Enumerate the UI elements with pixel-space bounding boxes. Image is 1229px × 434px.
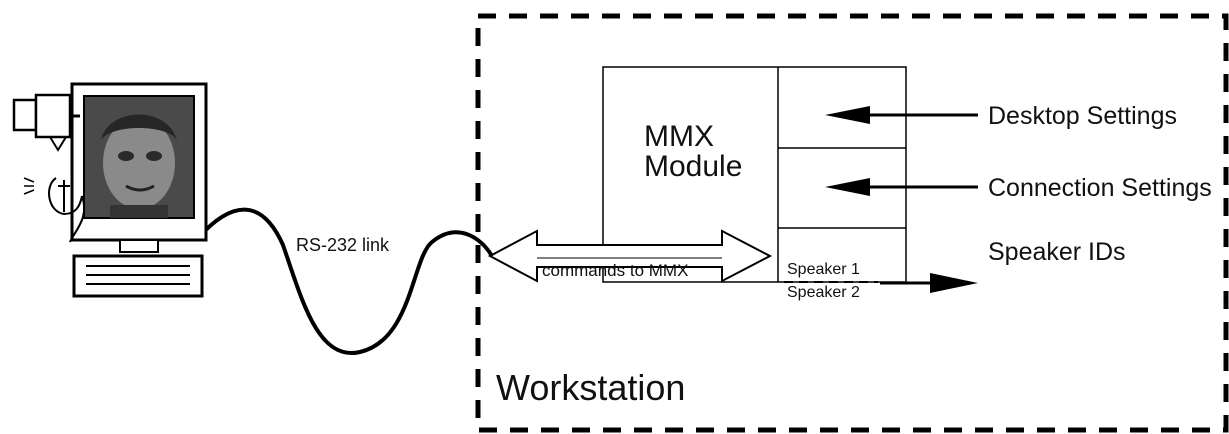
speaker-2-label: Speaker 2 [787,284,860,301]
speaker-ids-arrowhead [930,273,978,293]
connection-settings-arrowhead [825,178,870,196]
microphone-icon [23,177,86,243]
speaker-1-label: Speaker 1 [787,261,860,278]
commands-double-arrow [487,229,773,283]
connection-settings-label: Connection Settings [988,174,1212,202]
camera-icon [12,93,80,152]
person-image [101,114,177,218]
rs232-cable [196,207,494,356]
monitor-stand [119,239,159,253]
mmx-module-subtitle: Module [644,150,743,183]
desktop-settings-arrowhead [825,106,870,124]
workstation-boundary [475,13,1229,433]
mmx-module-title: MMX [644,120,714,153]
computer-terminal [70,82,208,298]
rs232-link-label: RS-232 link [296,235,390,255]
workstation-label: Workstation [496,367,686,408]
desktop-settings-label: Desktop Settings [988,102,1177,130]
speaker-ids-label: Speaker IDs [988,238,1126,266]
commands-label: commands to MMX [542,261,689,280]
